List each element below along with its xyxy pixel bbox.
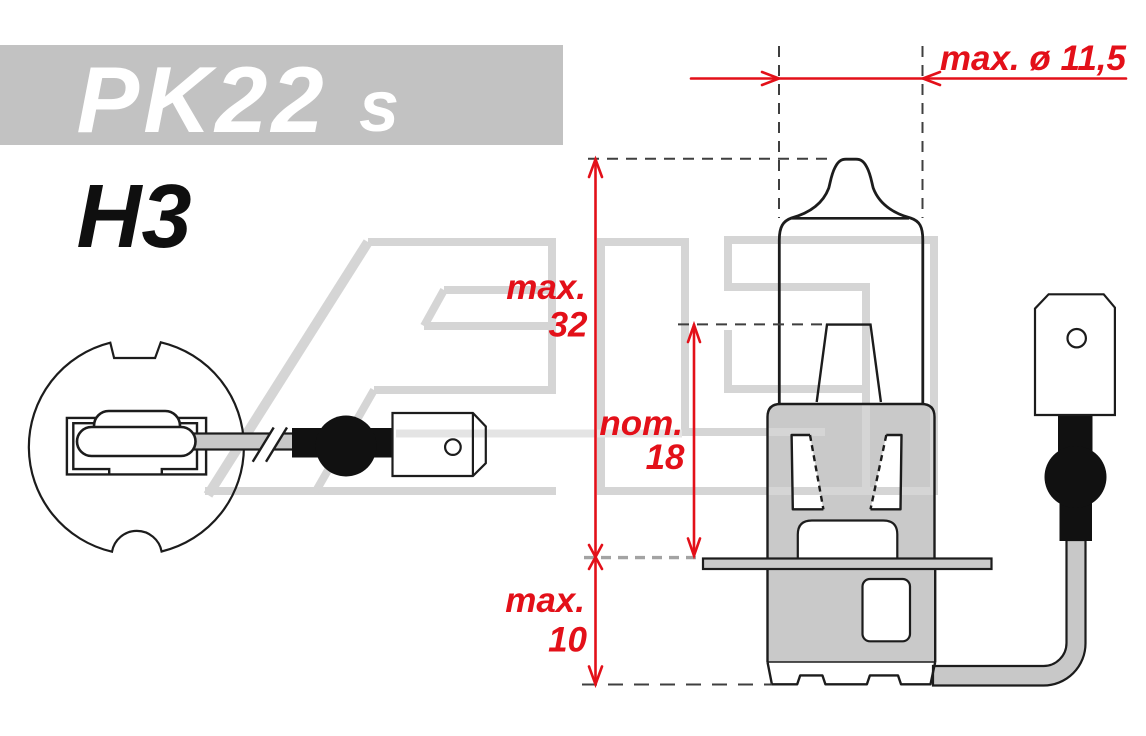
svg-text:nom.: nom.	[599, 404, 683, 443]
svg-text:18: 18	[646, 438, 685, 477]
svg-text:10: 10	[548, 621, 587, 660]
svg-text:max.: max.	[506, 268, 586, 307]
svg-text:H3: H3	[77, 167, 192, 267]
svg-text:32: 32	[549, 306, 588, 345]
svg-text:max. ø 11,5: max. ø 11,5	[940, 39, 1127, 78]
svg-text:max.: max.	[505, 581, 585, 620]
